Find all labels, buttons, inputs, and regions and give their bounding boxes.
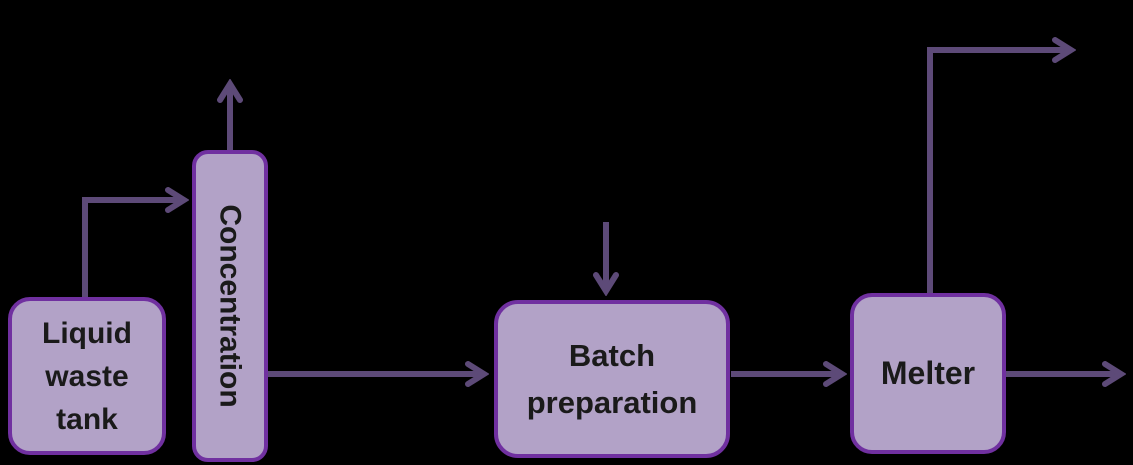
arrow-melter-top-output <box>927 50 1071 293</box>
node-label: Melter <box>880 355 976 391</box>
node-label: Concentration <box>214 204 247 408</box>
node-label-line: Liquid <box>42 316 132 350</box>
arrow-tank-to-concentration <box>82 200 184 297</box>
node-label-line: tank <box>56 402 118 436</box>
node-liquid-waste-tank[interactable]: Liquid waste tank <box>8 297 166 455</box>
node-label-line: waste <box>45 359 129 393</box>
node-label-line: preparation <box>526 385 698 420</box>
node-batch-preparation[interactable]: Batch preparation <box>494 300 730 458</box>
node-melter[interactable]: Melter <box>850 293 1006 454</box>
node-concentration[interactable]: Concentration <box>192 150 268 462</box>
node-label-line: Batch <box>568 338 656 373</box>
